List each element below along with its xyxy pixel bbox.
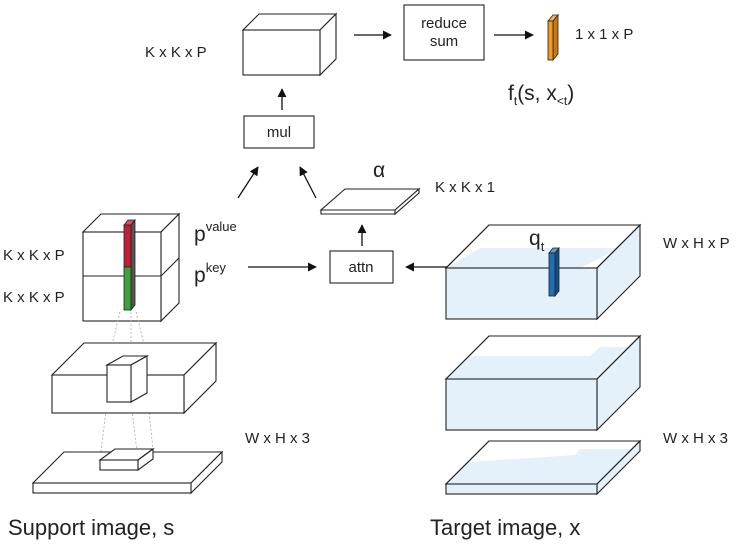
output-dim-label: 1 x 1 x P bbox=[575, 26, 633, 43]
p-key-label: pkey bbox=[194, 260, 226, 287]
attn-box: attn bbox=[329, 250, 394, 284]
output-function-label: ft(s, x<t) bbox=[508, 82, 574, 108]
target-middle-slab bbox=[444, 334, 642, 432]
output-vector-bar bbox=[547, 13, 559, 62]
reduce-label-line1: reduce bbox=[421, 15, 467, 32]
mul-label: mul bbox=[267, 124, 291, 141]
support-image-patch bbox=[98, 447, 155, 472]
support-feature-cube bbox=[81, 212, 181, 323]
target-image-caption: Target image, x bbox=[430, 515, 580, 540]
target-feature-dim-label: W x H x P bbox=[663, 235, 730, 252]
target-image-dim-label: W x H x 3 bbox=[663, 430, 728, 447]
support-value-dim-label: K x K x P bbox=[3, 247, 65, 264]
support-key-dim-label: K x K x P bbox=[3, 289, 65, 306]
top-kkp-dim-label: K x K x P bbox=[145, 44, 207, 61]
reduce-label-line2: sum bbox=[430, 33, 458, 50]
target-feature-slab bbox=[444, 223, 642, 321]
support-image-dim-label: W x H x 3 bbox=[245, 430, 310, 447]
top-kkp-cube bbox=[241, 12, 338, 77]
alpha-dim-label: K x K x 1 bbox=[435, 179, 495, 196]
value-bar bbox=[123, 224, 132, 268]
query-bar bbox=[548, 246, 560, 298]
arrow-value-to-mul bbox=[237, 166, 259, 199]
alpha-symbol: α bbox=[373, 159, 385, 182]
arrow-alpha-to-mul bbox=[299, 166, 317, 199]
key-bar bbox=[123, 266, 132, 311]
value-key-bar bbox=[123, 218, 136, 312]
p-value-label: pvalue bbox=[194, 219, 237, 246]
reduce-sum-box: reduce sum bbox=[403, 4, 485, 61]
query-label: qt bbox=[529, 227, 545, 254]
mul-box: mul bbox=[243, 115, 315, 149]
alpha-plane bbox=[319, 187, 421, 216]
attn-label: attn bbox=[348, 259, 373, 276]
support-middle-patch bbox=[104, 355, 150, 403]
support-image-caption: Support image, s bbox=[8, 515, 174, 540]
target-image-slab bbox=[444, 439, 642, 496]
